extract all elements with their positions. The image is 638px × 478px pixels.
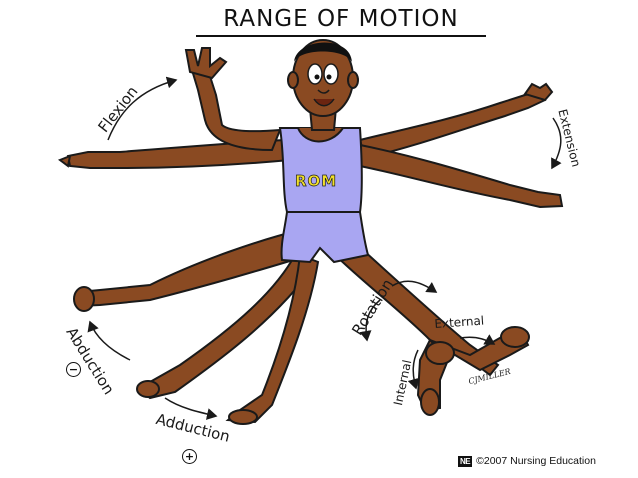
page-title: RANGE OF MOTION <box>196 6 486 37</box>
arm-extended-up-right <box>358 82 554 160</box>
head <box>287 39 359 131</box>
torso <box>278 127 370 264</box>
leg-abducted-left <box>73 228 312 312</box>
copyright-text: ©2007 Nursing Education <box>476 455 596 467</box>
leg-rotating-right <box>328 238 530 416</box>
arm-horizontal-left <box>57 138 292 169</box>
arm-horizontal-right <box>353 143 564 209</box>
adduction-plus-sign: + <box>182 449 197 464</box>
shirt-label: ROM <box>295 172 338 190</box>
external-label: External <box>433 313 485 331</box>
arm-flexed-up <box>184 47 282 152</box>
abduction-minus-sign: − <box>66 362 81 377</box>
copyright-notice: NE ©2007 Nursing Education <box>458 455 596 467</box>
leg-midline-left <box>225 253 320 425</box>
publisher-logo: NE <box>458 455 473 467</box>
motion-arrows <box>87 76 562 420</box>
